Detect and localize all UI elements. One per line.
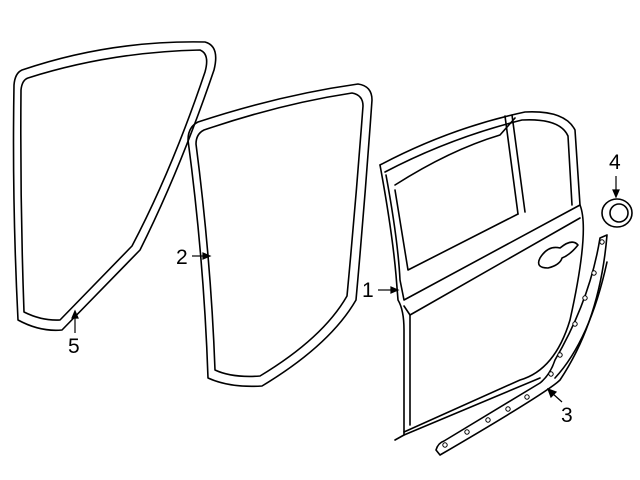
part-1-door xyxy=(379,111,585,441)
callout-2: 2 xyxy=(176,246,188,269)
callout-3: 3 xyxy=(561,404,573,427)
part-5-weatherstrip xyxy=(12,41,217,332)
part-2-weatherstrip xyxy=(187,83,373,388)
part-4-grommet xyxy=(601,198,633,228)
leader-arrows xyxy=(71,176,620,403)
callout-5: 5 xyxy=(68,335,80,358)
callout-4: 4 xyxy=(609,151,621,174)
part-3-molding xyxy=(435,234,608,456)
callout-1: 1 xyxy=(362,279,374,302)
